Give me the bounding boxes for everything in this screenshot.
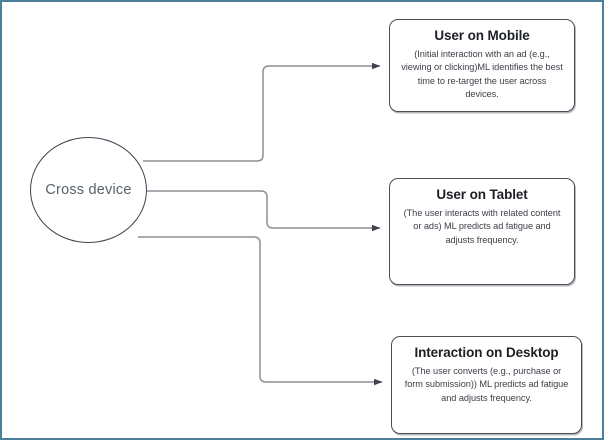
node-user-on-mobile-title: User on Mobile [434, 28, 530, 43]
node-user-on-tablet-title: User on Tablet [436, 187, 528, 202]
connector-to-tablet [147, 190, 381, 232]
node-user-on-tablet[interactable]: User on Tablet (The user interacts with … [389, 178, 575, 285]
node-interaction-on-desktop-title: Interaction on Desktop [414, 345, 559, 360]
node-user-on-tablet-body: (The user interacts with related content… [403, 207, 561, 245]
node-interaction-on-desktop[interactable]: Interaction on Desktop (The user convert… [391, 336, 582, 434]
node-user-on-mobile[interactable]: User on Mobile (Initial interaction with… [389, 19, 575, 112]
node-cross-device-label: Cross device [45, 182, 132, 198]
node-cross-device[interactable]: Cross device [30, 137, 147, 243]
node-user-on-mobile-body: (Initial interaction with an ad (e.g., v… [401, 48, 563, 99]
connector-to-desktop [138, 236, 383, 386]
node-interaction-on-desktop-body: (The user converts (e.g., purchase or fo… [404, 365, 569, 403]
connector-to-mobile [143, 62, 381, 162]
